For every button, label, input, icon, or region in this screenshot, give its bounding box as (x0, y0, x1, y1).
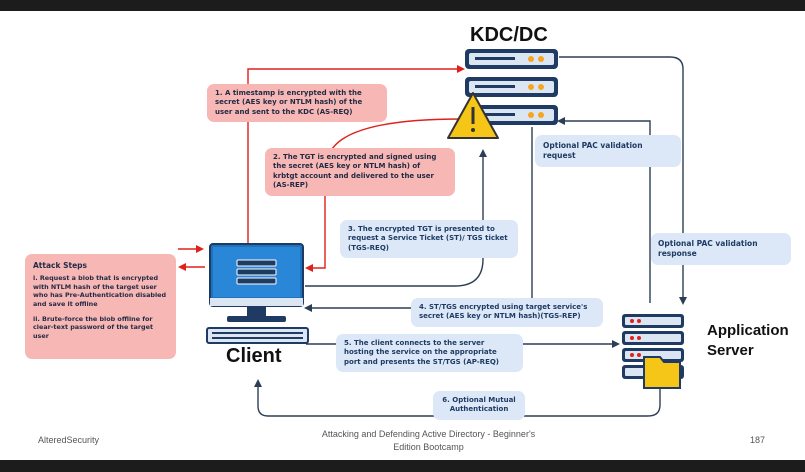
pac-response-box: Optional PAC validation response (651, 233, 791, 266)
arrow-pac-request (557, 117, 651, 303)
pac-request-box: Optional PAC validation request (535, 135, 681, 168)
footer-page: 187 (750, 435, 766, 445)
arrow-step1 (247, 65, 465, 244)
step2-box: 2. The TGT is encrypted and signed using… (265, 148, 455, 196)
app-server-icon (622, 314, 684, 389)
arrow-pac-response (559, 56, 687, 305)
step5-box: 5. The client connects to the server hos… (336, 334, 523, 373)
folder-icon (643, 356, 681, 389)
kdc-server-icon (465, 49, 558, 125)
client-label: Client (226, 345, 282, 367)
step4-box: 4. ST/TGS encrypted using target service… (411, 298, 603, 327)
warning-icon (447, 92, 499, 139)
attack-step-2: ii. Brute-force the blob offline for cle… (33, 314, 154, 340)
attack-steps-title: Attack Steps (33, 261, 87, 270)
footer-left: AlteredSecurity (38, 435, 100, 445)
attack-step-1: i. Request a blob that is encrypted with… (33, 274, 167, 309)
client-computer-icon (206, 243, 309, 344)
app-server-label: Application Server (707, 322, 789, 360)
step3-box: 3. The encrypted TGT is presented to req… (340, 220, 518, 259)
attack-steps-box: Attack Steps i. Request a blob that is e… (25, 254, 176, 359)
diagram-canvas (178, 49, 687, 417)
step6-box: 6. Optional Mutual Authentication (433, 391, 525, 420)
step1-box: 1. A timestamp is encrypted with the sec… (207, 84, 387, 123)
footer-center: Attacking and Defending Active Directory… (321, 429, 536, 452)
kdc-label: KDC/DC (470, 24, 548, 46)
arrow-step3 (305, 149, 487, 287)
slide: KDC/DC Client Application Server 1. A ti… (0, 11, 805, 460)
